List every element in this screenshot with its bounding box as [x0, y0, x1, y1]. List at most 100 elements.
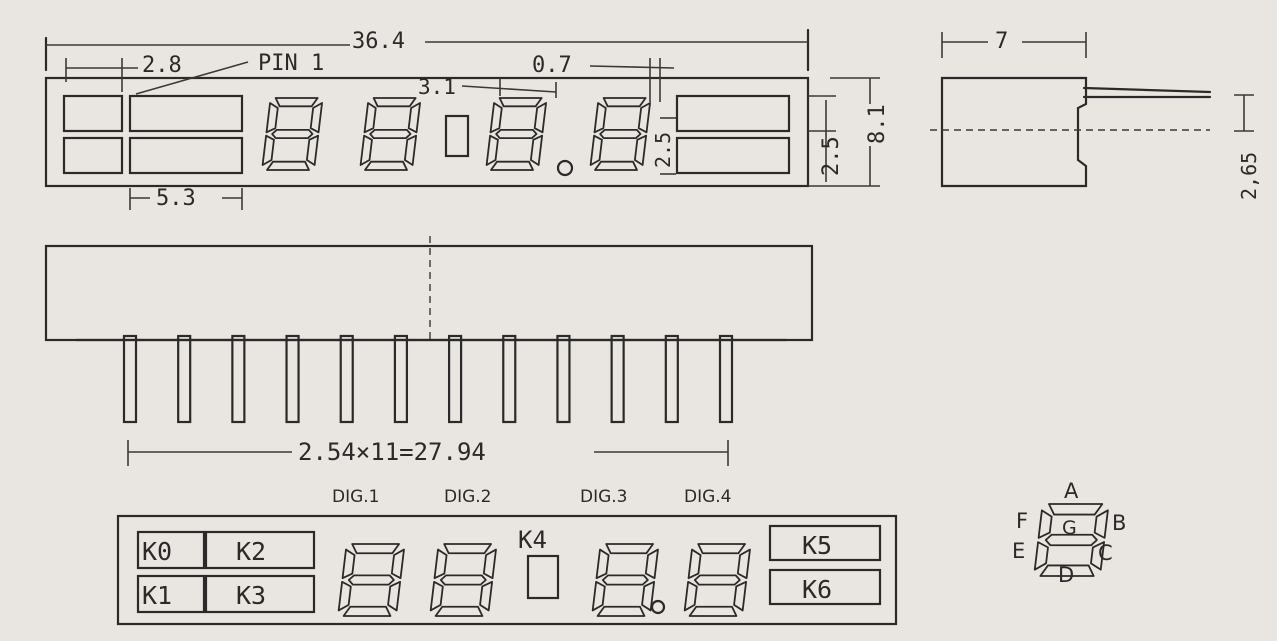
segment-e — [359, 134, 373, 166]
front-digit-3 — [485, 97, 547, 171]
side-view: 7 2,65 — [930, 29, 1261, 200]
icon-block-k3 — [128, 136, 244, 175]
pin-5 — [339, 334, 354, 424]
segment-g — [599, 128, 642, 140]
segment-b — [644, 548, 659, 580]
segment-f — [265, 102, 279, 134]
pin-8 — [502, 334, 517, 424]
icon-k0-label: K0 — [142, 537, 172, 566]
segment-b — [736, 548, 751, 580]
segment-d — [688, 605, 738, 617]
segment-b — [1093, 509, 1109, 539]
pin-6 — [393, 334, 409, 424]
segment-b — [407, 102, 421, 134]
dim-line — [589, 65, 675, 69]
pin-11 — [664, 334, 679, 424]
segment-a — [498, 97, 543, 108]
segment-d — [434, 605, 484, 617]
segment-d — [596, 605, 646, 617]
segment-g — [693, 574, 741, 586]
segment-b — [390, 548, 405, 580]
segment-c — [529, 134, 544, 166]
depth-label: 7 — [995, 29, 1008, 54]
height-label: 8.1 — [865, 104, 890, 144]
segment-g — [347, 574, 395, 586]
overall-length-label: 36.4 — [352, 29, 405, 54]
icon-k1-box — [136, 574, 206, 614]
segment-legend: A B C D E F G — [1012, 479, 1126, 587]
segment-c — [1090, 541, 1105, 571]
front-view-outline — [44, 76, 810, 188]
segment-e — [1033, 541, 1049, 571]
icon-block-k2 — [128, 94, 244, 133]
digit-label-1: DIG.1 — [332, 487, 380, 507]
leader-line — [135, 61, 249, 95]
bottom-view-body — [44, 244, 814, 342]
labeled-view-outline — [116, 514, 898, 626]
digit-label-4: DIG.4 — [684, 487, 732, 507]
segment-f — [341, 548, 356, 580]
segment-g — [271, 128, 314, 140]
labeled-digit-3 — [591, 543, 659, 617]
segment-b — [309, 102, 323, 134]
segment-e — [429, 580, 444, 612]
side-view-outline — [940, 76, 1088, 188]
icon-k5-label: K5 — [802, 531, 832, 560]
segment-a — [372, 97, 417, 108]
pin-2 — [177, 334, 192, 424]
icon-block-k0 — [62, 94, 124, 133]
segment-a — [602, 97, 647, 108]
decimal-point — [650, 599, 666, 615]
pin1-offset-label: 2.8 — [142, 53, 182, 78]
pin-3 — [231, 334, 246, 424]
pins — [122, 334, 734, 424]
segment-a — [351, 543, 400, 555]
labeled-digit-2 — [429, 543, 497, 617]
labeled-view: DIG.1 DIG.2 DIG.3 DIG.4 K0 K1 K2 K3 K4 K… — [116, 487, 898, 626]
segment-e — [261, 134, 275, 166]
legend-digit-outline — [1033, 503, 1109, 577]
pin-12 — [718, 334, 734, 424]
icon-height-label-b: 2.5 — [651, 132, 675, 168]
segment-c — [479, 580, 493, 612]
segment-b — [482, 548, 497, 580]
segment-a — [443, 543, 492, 555]
front-digit-2 — [359, 97, 421, 171]
segment-d — [342, 605, 392, 617]
segment-g — [369, 128, 412, 140]
segment-e — [591, 580, 606, 612]
segment-f — [363, 102, 377, 134]
pin-pitch-label: 2.54×11=27.94 — [298, 438, 486, 466]
icon-block-k5 — [675, 94, 791, 133]
segment-f — [489, 102, 503, 134]
segment-b-label: B — [1112, 511, 1126, 535]
icon-k5-box — [768, 524, 882, 562]
labeled-digit-1 — [337, 543, 405, 617]
icon-k2-label: K2 — [236, 537, 266, 566]
segment-c-label: C — [1098, 541, 1113, 565]
segment-g — [439, 574, 487, 586]
segment-e — [589, 134, 603, 166]
digit-spacing-label: 3.1 — [418, 75, 456, 99]
segment-c — [403, 134, 418, 166]
segment-a — [605, 543, 654, 555]
icon-k0-box — [136, 530, 206, 570]
segment-f — [593, 102, 607, 134]
side-pin-lead — [1082, 86, 1212, 94]
segment-d — [490, 160, 534, 171]
icon-block-k1 — [62, 136, 124, 175]
segment-f — [687, 548, 702, 580]
front-view-digits — [261, 97, 651, 171]
segment-a — [1048, 503, 1104, 516]
segment-f — [433, 548, 448, 580]
segment-e-label: E — [1012, 539, 1025, 563]
icon-block-k6 — [675, 136, 791, 175]
icon-width-label: 5.3 — [156, 186, 196, 211]
icon-k3-label: K3 — [236, 581, 266, 610]
segment-f-label: F — [1016, 509, 1028, 533]
segment-a — [697, 543, 746, 555]
pin-1 — [122, 334, 138, 424]
segment-a — [274, 97, 319, 108]
